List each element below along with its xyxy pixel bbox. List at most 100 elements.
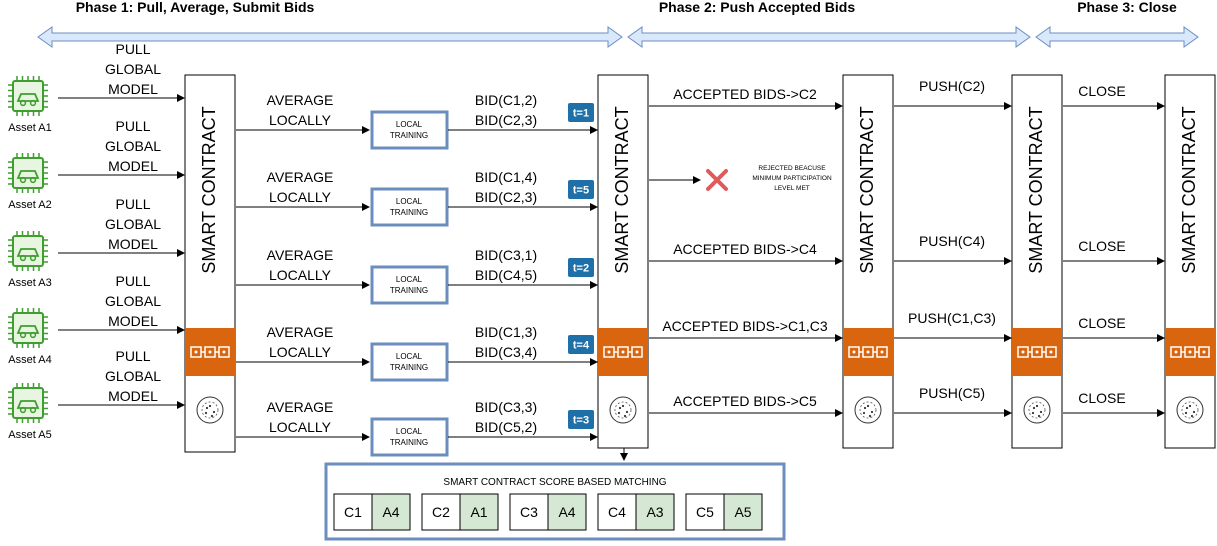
average-label: LOCALLY	[269, 189, 332, 205]
average-label: AVERAGE	[267, 324, 334, 340]
smart-contract-box	[184, 74, 236, 453]
bid-label: BID(C1,3)	[475, 324, 537, 340]
time-badge	[568, 335, 594, 354]
phase-1-title: Phase 1: Pull, Average, Submit Bids	[76, 0, 315, 15]
match-asset-cell	[371, 493, 411, 531]
blockchain-icon	[843, 328, 893, 376]
pull-label: MODEL	[108, 388, 158, 404]
rejected-label: REJECTED BEACUSE	[758, 165, 826, 172]
local-training-box	[370, 110, 449, 150]
match-asset-cell	[635, 493, 675, 531]
smart-contract-1: SMART CONTRACT	[184, 74, 236, 453]
close-label: CLOSE	[1078, 390, 1125, 406]
pull-label: MODEL	[108, 313, 158, 329]
pull-label: PULL	[115, 41, 150, 57]
pull-label: GLOBAL	[105, 368, 161, 384]
smart-contract-box	[597, 74, 649, 449]
average-label: LOCALLY	[269, 267, 332, 283]
bid-label: BID(C2,3)	[475, 112, 537, 128]
pull-label: MODEL	[108, 158, 158, 174]
smart-contract-3: SMART CONTRACT	[842, 74, 894, 449]
time-badge	[568, 180, 594, 199]
match-asset-cell	[723, 493, 763, 531]
match-contract-cell	[333, 493, 373, 531]
blockchain-icon	[598, 328, 648, 376]
match-asset-cell	[547, 493, 587, 531]
accepted-label: ACCEPTED BIDS->C4	[673, 241, 817, 257]
push-label: PUSH(C2)	[919, 78, 985, 94]
local-training-label: TRAINING	[390, 286, 428, 295]
smart-contract-2: SMART CONTRACT	[597, 74, 649, 449]
bid-label: BID(C5,2)	[475, 419, 537, 435]
match-contract-label: C3	[520, 504, 538, 520]
local-training-label: LOCAL	[396, 352, 423, 361]
local-training-box	[370, 342, 449, 382]
time-label: t=3	[573, 415, 589, 427]
asset-label: Asset A5	[8, 429, 51, 441]
smart-contract-label: SMART CONTRACT	[1026, 106, 1046, 273]
local-training-label: LOCAL	[396, 427, 423, 436]
asset-label: Asset A1	[8, 122, 51, 134]
smart-contract-4: SMART CONTRACT	[1011, 74, 1063, 449]
network-icon	[854, 396, 882, 424]
blockchain-icon	[185, 328, 235, 376]
accepted-label: ACCEPTED BIDS->C5	[673, 393, 817, 409]
push-label: PUSH(C4)	[919, 233, 985, 249]
bid-label: BID(C2,3)	[475, 189, 537, 205]
accepted-label: ACCEPTED BIDS->C1,C3	[662, 318, 828, 334]
match-asset-label: A3	[646, 504, 663, 520]
rejected-label: LEVEL MET	[774, 185, 810, 192]
average-label: AVERAGE	[267, 92, 334, 108]
asset-label: Asset A2	[8, 199, 51, 211]
smart-contract-label: SMART CONTRACT	[199, 106, 219, 273]
smart-contract-5: SMART CONTRACT	[1164, 74, 1216, 449]
smart-contract-label: SMART CONTRACT	[1179, 106, 1199, 273]
local-training-box	[370, 265, 449, 305]
rejected-label: MINIMUM PARTICIPATION	[752, 175, 832, 182]
close-label: CLOSE	[1078, 238, 1125, 254]
match-asset-label: A4	[382, 504, 399, 520]
pull-label: PULL	[115, 196, 150, 212]
local-training-box	[370, 417, 449, 457]
car-chip-icon	[8, 308, 48, 348]
car-chip-icon	[8, 76, 48, 116]
time-label: t=4	[573, 340, 590, 352]
match-contract-label: C1	[344, 504, 362, 520]
network-icon	[196, 396, 224, 424]
close-label: CLOSE	[1078, 83, 1125, 99]
pull-label: PULL	[115, 273, 150, 289]
time-label: t=5	[573, 185, 589, 197]
contracts-layer: SMART CONTRACT SMART CONTRACT SMART CONTRA…	[184, 74, 1216, 453]
bid-label: BID(C1,2)	[475, 92, 537, 108]
match-pair: C1 A4	[333, 493, 411, 531]
time-badge	[568, 258, 594, 277]
car-chip-icon	[8, 231, 48, 271]
reject-x-icon	[706, 169, 728, 191]
phase-2-arrow	[627, 26, 1031, 48]
average-label: AVERAGE	[267, 399, 334, 415]
smart-contract-box	[1164, 74, 1216, 449]
car-chip-icon	[8, 383, 48, 423]
close-label: CLOSE	[1078, 315, 1125, 331]
local-training-label: TRAINING	[390, 131, 428, 140]
phase-2-title: Phase 2: Push Accepted Bids	[659, 0, 856, 15]
bid-label: BID(C3,1)	[475, 247, 537, 263]
average-label: AVERAGE	[267, 169, 334, 185]
network-icon	[609, 396, 637, 424]
pull-label: PULL	[115, 348, 150, 364]
accepted-label: ACCEPTED BIDS->C2	[673, 86, 817, 102]
local-training-label: TRAINING	[390, 208, 428, 217]
time-badge	[568, 103, 594, 122]
phase-3-arrow	[1035, 26, 1199, 48]
local-training-label: LOCAL	[396, 120, 423, 129]
network-icon	[1176, 396, 1204, 424]
